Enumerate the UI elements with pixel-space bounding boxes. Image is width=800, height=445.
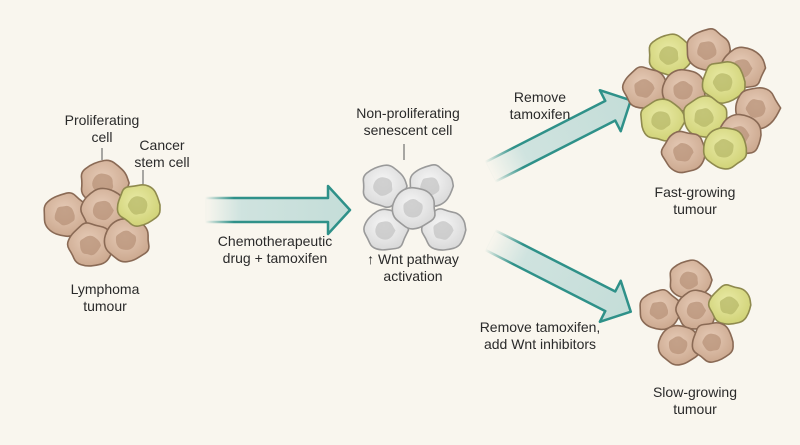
lymphoma-tumour-cluster bbox=[43, 159, 161, 267]
cell-nucleus bbox=[702, 333, 721, 352]
arrow-treatment bbox=[203, 184, 352, 236]
label-wnt-activation: ↑ Wnt pathway activation bbox=[367, 251, 459, 284]
cell-nucleus bbox=[651, 111, 671, 130]
cancer-stem-cell bbox=[707, 284, 752, 325]
label-remove-tamoxifen: Remove tamoxifen bbox=[509, 89, 571, 122]
senescent-cell-cluster bbox=[362, 164, 467, 251]
cancer-stem-cell bbox=[701, 61, 746, 104]
cell-nucleus bbox=[686, 301, 707, 320]
cell-nucleus bbox=[79, 235, 101, 256]
label-lymphoma-tumour: Lymphoma tumour bbox=[70, 281, 140, 314]
proliferating-cell bbox=[660, 130, 707, 174]
cell-nucleus bbox=[745, 99, 766, 118]
label-proliferating-cell: Proliferating cell bbox=[64, 112, 140, 145]
label-fast-growing-tumour: Fast-growing tumour bbox=[654, 184, 736, 217]
cell-nucleus bbox=[373, 177, 393, 196]
cell-nucleus bbox=[668, 336, 688, 355]
cell-nucleus bbox=[433, 221, 454, 240]
label-cancer-stem-cell: Cancer stem cell bbox=[134, 137, 190, 170]
cell-nucleus bbox=[659, 46, 679, 65]
cancer-stem-cell bbox=[682, 95, 728, 138]
proliferating-cell bbox=[621, 66, 668, 109]
proliferating-cell bbox=[686, 28, 732, 72]
cell-nucleus bbox=[634, 79, 655, 98]
slow-growing-tumour-cluster bbox=[639, 259, 752, 366]
cell-nucleus bbox=[375, 221, 396, 240]
cell-nucleus bbox=[679, 271, 698, 290]
cell-nucleus bbox=[54, 205, 75, 226]
cell-nucleus bbox=[92, 200, 114, 221]
proliferating-cell bbox=[691, 321, 734, 363]
label-senescent-cell: Non-proliferating senescent cell bbox=[356, 105, 460, 138]
cell-nucleus bbox=[694, 108, 714, 127]
cancer-stem-cell bbox=[116, 184, 161, 227]
proliferating-cell bbox=[639, 288, 683, 331]
senescent-cell bbox=[391, 186, 436, 230]
cell-nucleus bbox=[697, 41, 717, 60]
cell-nucleus bbox=[403, 198, 423, 218]
cell-nucleus bbox=[714, 138, 734, 158]
cell-nucleus bbox=[712, 73, 733, 92]
arrow-add-wnt-inhibitors bbox=[483, 228, 633, 324]
proliferating-cell bbox=[66, 222, 115, 267]
cell-nucleus bbox=[719, 296, 740, 315]
fast-growing-tumour-cluster bbox=[621, 28, 782, 174]
cancer-stem-cell bbox=[648, 33, 694, 78]
proliferating-cell bbox=[657, 324, 700, 366]
cell-nucleus bbox=[673, 80, 693, 100]
label-slow-growing-tumour: Slow-growing tumour bbox=[652, 384, 738, 417]
cell-nucleus bbox=[649, 301, 668, 320]
cancer-stem-cell bbox=[702, 127, 748, 170]
cell-nucleus bbox=[115, 230, 137, 250]
label-add-wnt-inhibitors: Remove tamoxifen, add Wnt inhibitors bbox=[479, 319, 601, 352]
cell-nucleus bbox=[673, 143, 694, 162]
cell-nucleus bbox=[127, 196, 148, 215]
arrow-remove-tamoxifen bbox=[483, 88, 633, 184]
proliferating-cell bbox=[80, 187, 129, 232]
label-treatment-arrow: Chemotherapeutic drug + tamoxifen bbox=[217, 233, 333, 266]
